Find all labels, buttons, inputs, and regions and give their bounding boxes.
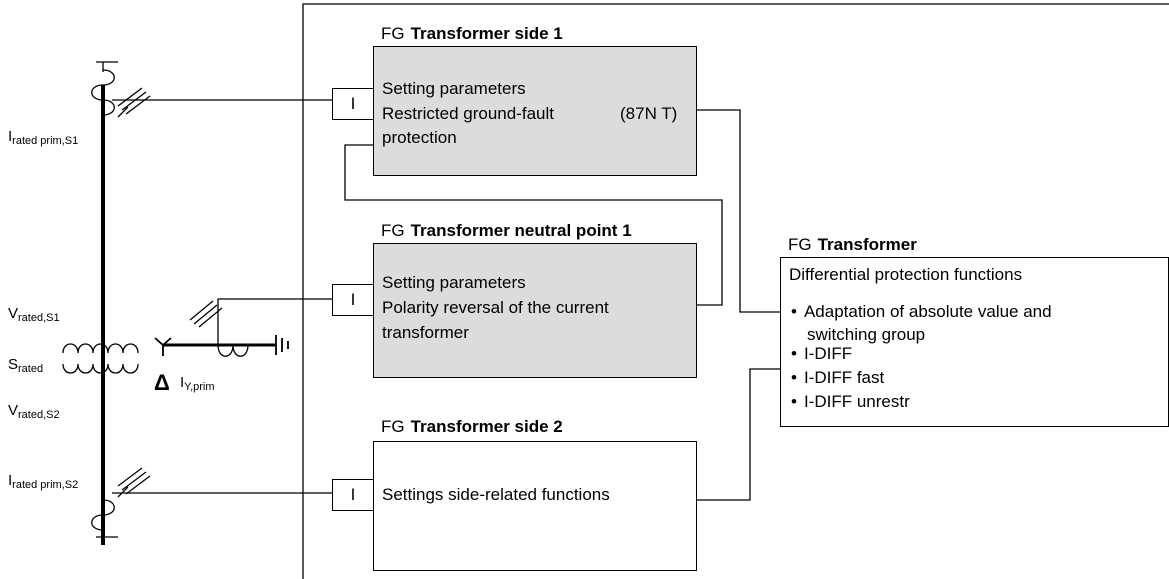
device-frame bbox=[302, 3, 1169, 579]
transformer-item-1: Adaptation of absolute value and bbox=[791, 301, 1052, 323]
side1-function-code: (87N T) bbox=[620, 104, 678, 123]
label-i-s1-sub: rated prim,S1 bbox=[12, 135, 79, 147]
link-side1-to-transformer bbox=[696, 109, 780, 313]
neutral1-line1: Setting parameters bbox=[382, 273, 526, 292]
label-i-s2-sub: rated prim,S2 bbox=[12, 479, 79, 491]
fg-side2-name: Transformer side 2 bbox=[410, 417, 563, 436]
label-i-y-sub: Y,prim bbox=[184, 381, 215, 393]
ground-hatch-3 bbox=[189, 300, 223, 328]
label-s-rated: Srated bbox=[8, 356, 43, 375]
label-v-s1-sub: rated,S1 bbox=[18, 312, 60, 324]
neutral1-line2: Polarity reversal of the current bbox=[382, 298, 609, 317]
fg-side2-title: FG Transformer side 2 bbox=[381, 417, 563, 437]
fg-prefix: FG bbox=[381, 24, 405, 43]
neutral1-input-port: I bbox=[332, 284, 374, 316]
label-v-rated-s2: Vrated,S2 bbox=[8, 402, 60, 421]
label-v-s1-main: V bbox=[8, 305, 19, 322]
fg-neutral1-title: FG Transformer neutral point 1 bbox=[381, 221, 632, 241]
wye-symbol bbox=[154, 337, 172, 356]
fg-side2-box[interactable]: Settings side-related functions bbox=[373, 441, 697, 571]
link-side2-to-transformer bbox=[696, 368, 780, 501]
side1-line1: Setting parameters bbox=[382, 79, 526, 98]
label-i-rated-prim-s2: Irated prim,S2 bbox=[8, 472, 78, 491]
transformer-item-3: I-DIFF fast bbox=[791, 367, 884, 389]
neutral-ct-coil bbox=[217, 344, 249, 357]
fg-transformer-title: FG Transformer bbox=[788, 235, 917, 255]
side1-input-port: I bbox=[332, 88, 374, 120]
fg-transformer-name: Transformer bbox=[817, 235, 917, 254]
fg-prefix: FG bbox=[381, 221, 405, 240]
transformer-item-1-cont: switching group bbox=[807, 325, 926, 344]
side2-input-port: I bbox=[332, 479, 374, 511]
label-i-s2-main: I bbox=[8, 472, 13, 489]
label-i-y-prim: IY,prim bbox=[180, 374, 215, 393]
label-v-s2-main: V bbox=[8, 402, 19, 419]
side1-line2: Restricted ground-fault bbox=[382, 104, 554, 123]
ground-hatch-1 bbox=[117, 87, 151, 118]
fg-side1-box[interactable]: Setting parameters Restricted ground-fau… bbox=[373, 46, 697, 176]
transformer-heading: Differential protection functions bbox=[789, 265, 1023, 284]
fg-neutral1-box[interactable]: Setting parameters Polarity reversal of … bbox=[373, 243, 697, 378]
fg-transformer-box[interactable]: Differential protection functions Adapta… bbox=[780, 257, 1169, 427]
ct-side2-coil bbox=[91, 499, 115, 531]
ground-hatch-2 bbox=[117, 467, 151, 498]
ct-side1-coil bbox=[91, 69, 115, 116]
side2-line1: Settings side-related functions bbox=[382, 485, 610, 504]
transformer-item-4: I-DIFF unrestr bbox=[791, 391, 910, 413]
transformer-item-2: I-DIFF bbox=[791, 343, 852, 365]
fg-side1-name: Transformer side 1 bbox=[410, 24, 563, 43]
ground-symbol bbox=[275, 335, 289, 355]
label-i-y-main: I bbox=[180, 374, 185, 391]
fg-prefix: FG bbox=[381, 417, 405, 436]
transformer-primary-winding bbox=[62, 343, 139, 354]
delta-symbol: Δ bbox=[154, 370, 170, 395]
label-v-s2-sub: rated,S2 bbox=[18, 409, 60, 421]
link-side1-to-neutral bbox=[344, 144, 723, 306]
label-i-rated-prim-s1: Irated prim,S1 bbox=[8, 128, 78, 147]
fg-prefix: FG bbox=[788, 235, 812, 254]
transformer-secondary-winding bbox=[62, 363, 139, 374]
label-i-s1-main: I bbox=[8, 128, 13, 145]
neutral-ct-wire bbox=[217, 298, 332, 345]
label-v-rated-s1: Vrated,S1 bbox=[8, 305, 60, 324]
side1-line3: protection bbox=[382, 128, 457, 147]
neutral1-line3: transformer bbox=[382, 323, 469, 342]
label-s-rated-main: S bbox=[8, 356, 19, 373]
fg-side1-title: FG Transformer side 1 bbox=[381, 24, 563, 44]
fg-neutral1-name: Transformer neutral point 1 bbox=[410, 221, 632, 240]
label-s-rated-sub: rated bbox=[18, 363, 44, 375]
